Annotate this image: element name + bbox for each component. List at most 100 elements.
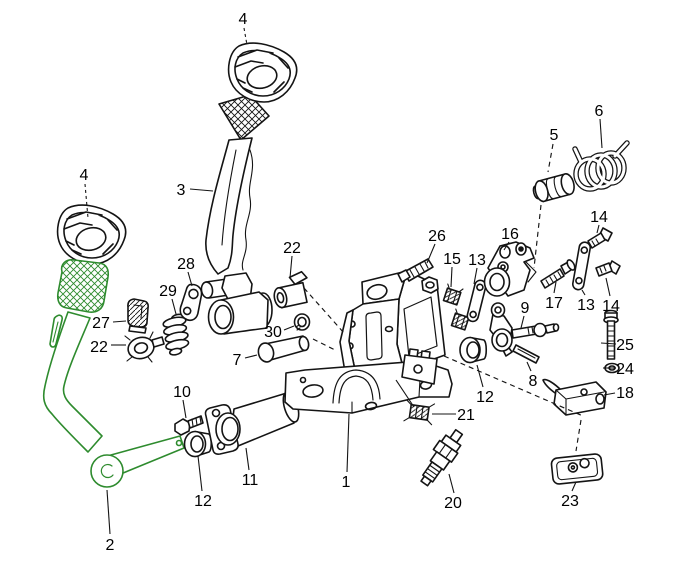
part-25-bolt [603, 309, 619, 360]
part-3-brake-pedal [205, 94, 270, 275]
callout-part-2[interactable]: 2 [106, 537, 115, 554]
leader-part-22-top [289, 255, 293, 279]
part-5-roller [532, 173, 575, 203]
callout-part-15[interactable]: 15 [443, 251, 461, 268]
callout-part-29[interactable]: 29 [159, 283, 177, 300]
part-12-bushing-left [183, 430, 213, 458]
part-7-pivot-pin [257, 335, 310, 363]
leader-part-2 [106, 489, 111, 535]
callout-part-5[interactable]: 5 [550, 127, 559, 144]
part-17-bolt [540, 259, 576, 289]
part-30-snap-ring [293, 313, 311, 331]
leader-part-30 [283, 325, 295, 331]
callout-part-22-left[interactable]: 22 [90, 339, 108, 356]
leader-part-3 [189, 188, 214, 192]
leader-part-10 [182, 399, 187, 419]
part-11-spacer-tube [204, 391, 300, 455]
part-13-strap-left [466, 279, 487, 323]
callout-labels: 1 2 3 4 4 5 6 7 8 9 10 11 12 12 13 13 14… [80, 11, 634, 554]
leader-part-11 [245, 447, 250, 471]
leader-part-15 [450, 266, 453, 288]
callout-part-28[interactable]: 28 [177, 256, 195, 273]
leader-part-7 [244, 354, 258, 359]
leader-part-13-right [581, 289, 586, 296]
part-29-spring [162, 313, 190, 356]
leader-part-4-top [243, 27, 248, 46]
alignment-dashed-lines [303, 143, 584, 452]
callout-part-14-right[interactable]: 14 [602, 298, 620, 315]
callout-part-12-left[interactable]: 12 [194, 493, 212, 510]
leader-part-29 [171, 298, 177, 315]
leader-part-12-left [197, 455, 203, 492]
leader-part-13-left [473, 267, 478, 285]
callout-part-21[interactable]: 21 [457, 407, 475, 424]
callout-part-22-top[interactable]: 22 [283, 240, 301, 257]
callout-part-23[interactable]: 23 [561, 493, 579, 510]
leader-part-14-top [596, 224, 600, 234]
callout-part-14-top[interactable]: 14 [590, 209, 608, 226]
part-2-clutch-pedal-highlighted [42, 259, 185, 488]
leader-part-6 [599, 118, 603, 149]
leader-part-8 [526, 361, 532, 372]
callout-part-4-top[interactable]: 4 [239, 11, 248, 28]
part-18-stop-bracket [542, 378, 607, 416]
callout-part-6[interactable]: 6 [595, 103, 604, 120]
callout-part-13-right[interactable]: 13 [577, 297, 595, 314]
part-16-support-bracket [483, 241, 537, 297]
callout-part-13-left[interactable]: 13 [468, 252, 486, 269]
leader-part-27 [112, 320, 127, 323]
part-26-bolt [397, 258, 434, 283]
leader-part-16 [503, 241, 510, 251]
callout-part-8[interactable]: 8 [529, 373, 538, 390]
leader-part-17 [553, 281, 557, 294]
leader-part-12-right [476, 364, 484, 388]
part-14-bolt-top [587, 227, 613, 249]
leader-part-28 [187, 271, 193, 287]
callout-part-27[interactable]: 27 [92, 315, 110, 332]
leader-part-18 [603, 392, 616, 396]
callout-part-30[interactable]: 30 [264, 324, 282, 341]
part-14-bolt-right [595, 260, 621, 277]
part-4-pedal-pad-top [227, 42, 298, 103]
part-1-mounting-bracket [284, 270, 453, 414]
part-10-bolt [174, 415, 204, 436]
part-20-switch [420, 428, 464, 487]
part-27-clip [127, 298, 149, 334]
callout-part-1[interactable]: 1 [342, 474, 351, 491]
callout-part-7[interactable]: 7 [233, 352, 242, 369]
callout-part-17[interactable]: 17 [545, 295, 563, 312]
leader-part-26 [426, 243, 436, 264]
part-21-clip [403, 399, 436, 426]
callout-part-20[interactable]: 20 [444, 495, 462, 512]
callout-part-10[interactable]: 10 [173, 384, 191, 401]
part-22-bushing-left [124, 331, 165, 363]
callout-part-4-left[interactable]: 4 [80, 167, 89, 184]
part-22-bushing-top [273, 270, 308, 309]
part-6-torsion-spring [572, 140, 630, 192]
leader-part-1 [346, 413, 350, 473]
callout-part-9[interactable]: 9 [521, 300, 530, 317]
part-15-nut-and-clips [421, 276, 472, 331]
leader-part-20 [448, 473, 455, 494]
callout-part-26[interactable]: 26 [428, 228, 446, 245]
part-13-strap-right [571, 241, 592, 291]
leader-part-25 [600, 342, 617, 345]
callout-part-16[interactable]: 16 [501, 226, 519, 243]
part-8-pin [512, 344, 540, 364]
part-3-pivot-hub [200, 272, 273, 335]
part-23-base-plate [550, 453, 604, 485]
callout-part-3[interactable]: 3 [177, 182, 186, 199]
callout-part-25[interactable]: 25 [616, 337, 634, 354]
leader-part-23 [571, 481, 577, 492]
part-9-bellcrank [489, 302, 560, 357]
part-28-tab-washer [179, 283, 203, 322]
leader-part-9 [520, 315, 525, 329]
leader-lines [84, 27, 617, 535]
callout-part-12-right[interactable]: 12 [476, 389, 494, 406]
leader-part-14-right [605, 277, 611, 297]
callout-part-24[interactable]: 24 [616, 361, 634, 378]
callout-part-11[interactable]: 11 [242, 472, 259, 489]
part-12-bushing-right [459, 336, 488, 364]
callout-part-18[interactable]: 18 [616, 385, 634, 402]
